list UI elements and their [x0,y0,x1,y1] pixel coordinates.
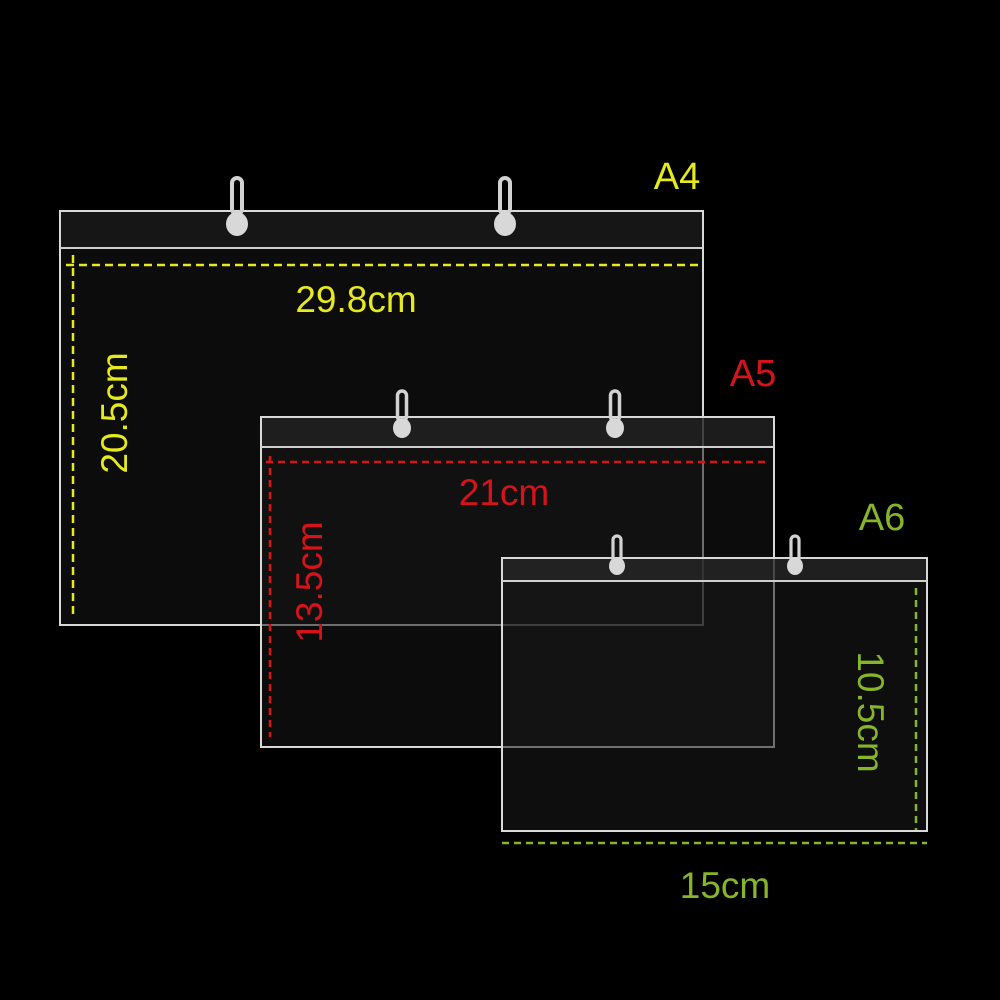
pouch-a6: A6 15cm 10.5cm [501,497,928,906]
hook-icon [393,389,411,438]
a5-width-label: 21cm [459,472,549,513]
hook-icon [787,534,803,575]
pouch-a6-header-strip [503,559,926,581]
pouch-a5-header-strip [262,418,773,447]
a4-height-label: 20.5cm [94,352,135,473]
a6-height-label: 10.5cm [850,651,891,772]
a5-height-label: 13.5cm [289,521,330,642]
pouch-a6-body [501,557,928,832]
hook-icon [494,176,516,236]
a5-size-label: A5 [730,353,776,395]
pouch-a4-header-strip [61,212,702,248]
hook-icon [606,389,624,438]
hook-icon [609,534,625,575]
hook-icon [226,176,248,236]
a6-width-label: 15cm [680,865,770,906]
a6-size-label: A6 [859,497,905,539]
a4-width-label: 29.8cm [295,279,416,320]
a4-size-label: A4 [654,156,700,198]
